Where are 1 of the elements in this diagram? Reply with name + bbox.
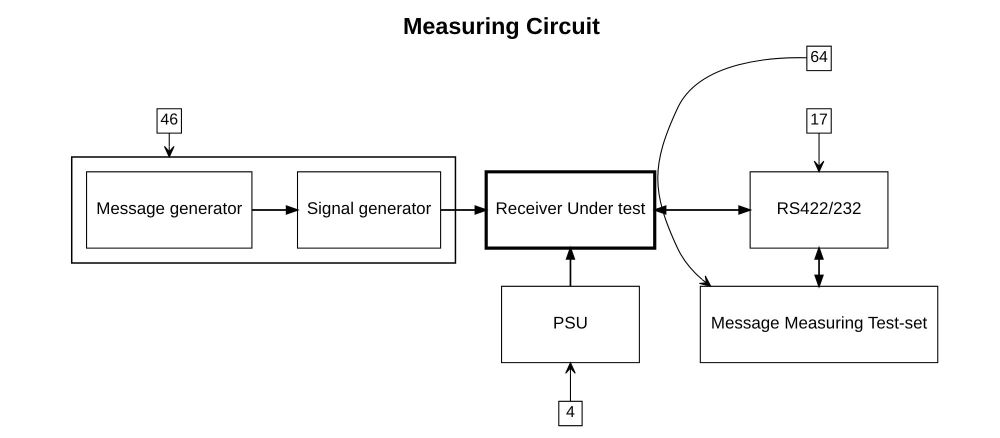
diagram-title: Measuring Circuit <box>402 13 600 40</box>
